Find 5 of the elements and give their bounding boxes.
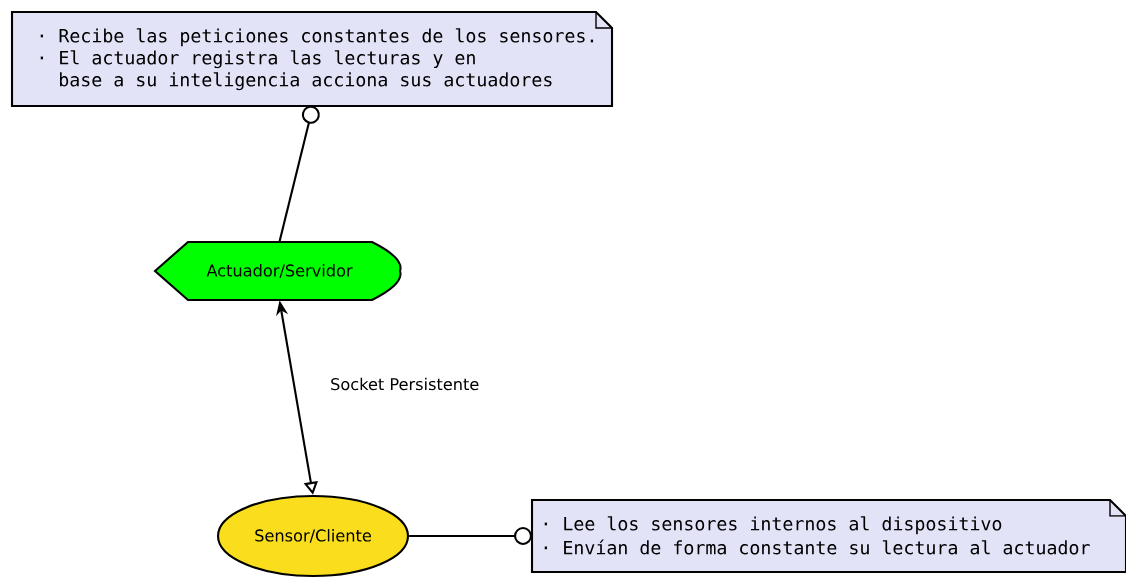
note-box: · Lee los sensores internos al dispositivo · Envían de forma constante su lectura al actuador — [530, 498, 1126, 574]
connector — [278, 105, 320, 242]
note-box: · Recibe las peticiones constantes de los sensores. · El actuador registra las lecturas y en base a su inteligencia acciona sus actuadores — [10, 10, 614, 108]
connector — [409, 527, 532, 545]
edge-label: Socket Persistente — [328, 376, 482, 392]
